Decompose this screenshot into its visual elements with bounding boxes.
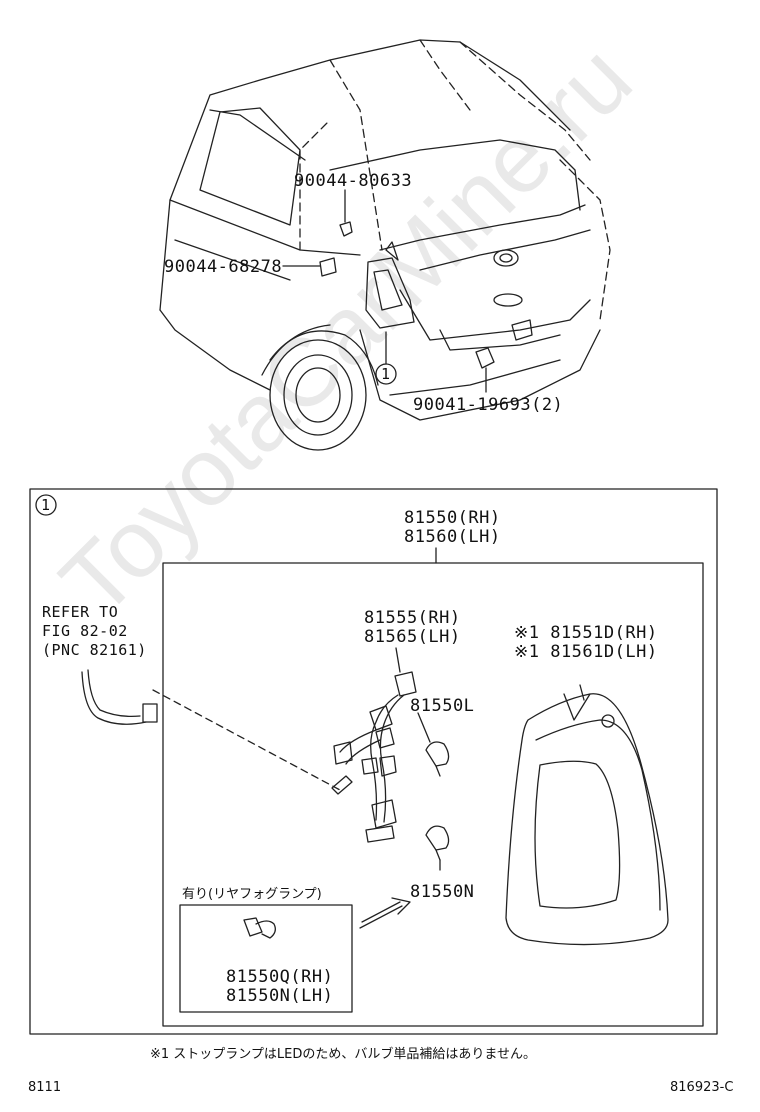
- car-illustration: [159, 39, 611, 451]
- upper-callout-number: 1: [381, 365, 391, 383]
- bulb-label-81550l: 81550L: [410, 696, 475, 716]
- bulb-81550n-shape: [425, 825, 450, 871]
- lamp-lens: [505, 684, 669, 946]
- detail-callout-number: 1: [41, 496, 51, 514]
- inset-frame: [179, 904, 353, 1013]
- part-label-90041-19693: 90041-19693(2): [413, 395, 564, 415]
- inset-bulb-shape: [243, 917, 276, 939]
- lens-label-lh: ※1 81561D(LH): [514, 642, 658, 662]
- bulb-label-81550n: 81550N: [410, 882, 475, 902]
- harness-connector: [81, 669, 353, 795]
- part-label-90044-68278: 90044-68278: [164, 257, 283, 277]
- lens-label-rh: ※1 81551D(RH): [514, 623, 658, 643]
- page-number-right: 816923-C: [670, 1080, 734, 1095]
- detail-frame: [29, 488, 718, 1035]
- socket-harness: [333, 647, 417, 843]
- assembly-frame: [162, 562, 704, 1027]
- assembly-label-lh: 81560(LH): [404, 527, 501, 547]
- detail-callout-circle: [35, 494, 57, 516]
- inset-label-lh: 81550N(LH): [226, 986, 334, 1006]
- footnote: ※1 ストップランプはLEDのため、バルブ単品補給はありません。: [150, 1047, 536, 1062]
- page-number-left: 8111: [28, 1080, 62, 1095]
- assembly-label-rh: 81550(RH): [404, 508, 501, 528]
- refer-line-2: FIG 82-02: [42, 622, 128, 640]
- inset-arrow: [359, 897, 411, 929]
- refer-line-1: REFER TO: [42, 603, 119, 621]
- upper-callout-circle: [375, 363, 397, 385]
- socket-label-rh: 81555(RH): [364, 608, 461, 628]
- inset-label-rh: 81550Q(RH): [226, 967, 334, 987]
- bulb-81550l-shape: [417, 712, 450, 777]
- inset-title: 有り(リヤフォグランプ): [182, 887, 322, 902]
- socket-label-lh: 81565(LH): [364, 627, 461, 647]
- refer-line-3: (PNC 82161): [42, 641, 147, 659]
- part-label-90044-80633: 90044-80633: [294, 171, 413, 191]
